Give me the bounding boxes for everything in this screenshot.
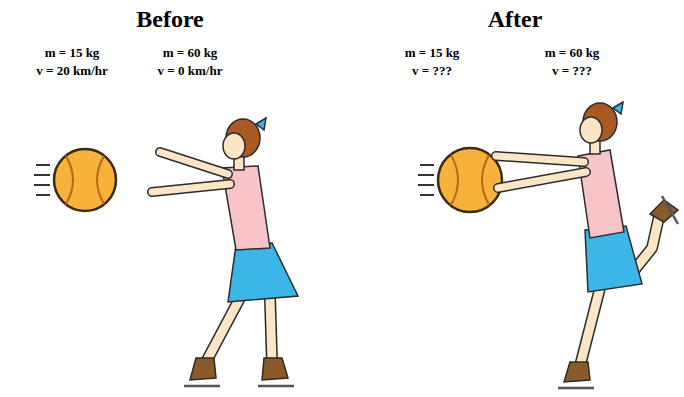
arm-outline xyxy=(160,152,228,174)
leg-outline xyxy=(270,298,272,362)
arm xyxy=(152,184,230,192)
skate-blade xyxy=(258,385,294,388)
leg-outline xyxy=(580,288,600,366)
mass-label: m = 60 kg xyxy=(163,46,218,61)
ball-before xyxy=(34,149,116,211)
hair-bow xyxy=(613,102,623,114)
speed-line xyxy=(420,164,434,166)
leg xyxy=(270,298,272,362)
section-heading: After xyxy=(488,6,543,34)
arm-outline xyxy=(152,184,230,192)
skate-boot xyxy=(564,362,590,382)
speed-line xyxy=(420,194,434,196)
arm xyxy=(496,156,584,162)
ball-seam xyxy=(482,155,489,205)
ball-after xyxy=(418,148,502,212)
velocity-label: v = 0 km/hr xyxy=(158,64,223,79)
leg xyxy=(206,298,240,362)
velocity-label: v = ??? xyxy=(412,64,452,79)
velocity-label: v = ??? xyxy=(552,64,592,79)
velocity-label: v = 20 km/hr xyxy=(36,64,107,79)
leg-outline xyxy=(206,298,240,362)
skater-after xyxy=(496,102,678,388)
face xyxy=(580,117,602,143)
face xyxy=(223,133,245,159)
skate-boot xyxy=(190,358,216,380)
skate-blade xyxy=(558,387,594,390)
arm xyxy=(498,172,586,188)
mass-label: m = 15 kg xyxy=(405,46,460,61)
speed-line xyxy=(34,184,50,186)
speed-line xyxy=(34,174,50,176)
ball xyxy=(54,149,116,211)
skate-blade xyxy=(662,196,678,224)
arm xyxy=(160,152,228,174)
ball-seam xyxy=(97,156,104,204)
arm-outline xyxy=(498,172,586,188)
speed-lines xyxy=(418,165,434,195)
mass-label: m = 60 kg xyxy=(545,46,600,61)
speed-line xyxy=(36,164,50,166)
skater-before xyxy=(152,118,298,386)
skirt xyxy=(228,243,298,302)
speed-lines xyxy=(34,165,50,195)
skate-blade xyxy=(184,385,220,388)
mass-label: m = 15 kg xyxy=(45,46,100,61)
ball-seam xyxy=(66,156,73,204)
hair-bow xyxy=(256,118,266,130)
skate-boot xyxy=(262,358,288,380)
speed-line xyxy=(36,194,50,196)
speed-line xyxy=(418,174,434,176)
ball-seam xyxy=(451,155,458,205)
leg xyxy=(580,288,600,366)
section-heading: Before xyxy=(136,6,204,34)
speed-line xyxy=(418,184,434,186)
arm-outline xyxy=(496,156,584,162)
